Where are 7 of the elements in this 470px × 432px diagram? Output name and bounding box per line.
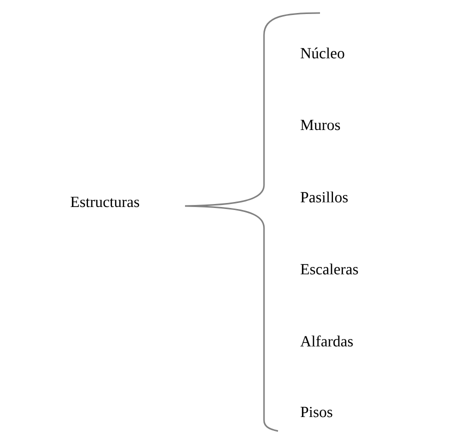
label: Alfardas <box>300 335 353 347</box>
label: Escaleras <box>300 264 358 274</box>
label: Núcleo <box>300 48 344 58</box>
label: Pisos <box>300 406 332 418</box>
label: Estructuras <box>70 196 140 208</box>
label: Muros <box>300 120 340 130</box>
label: Pasillos <box>300 192 348 202</box>
